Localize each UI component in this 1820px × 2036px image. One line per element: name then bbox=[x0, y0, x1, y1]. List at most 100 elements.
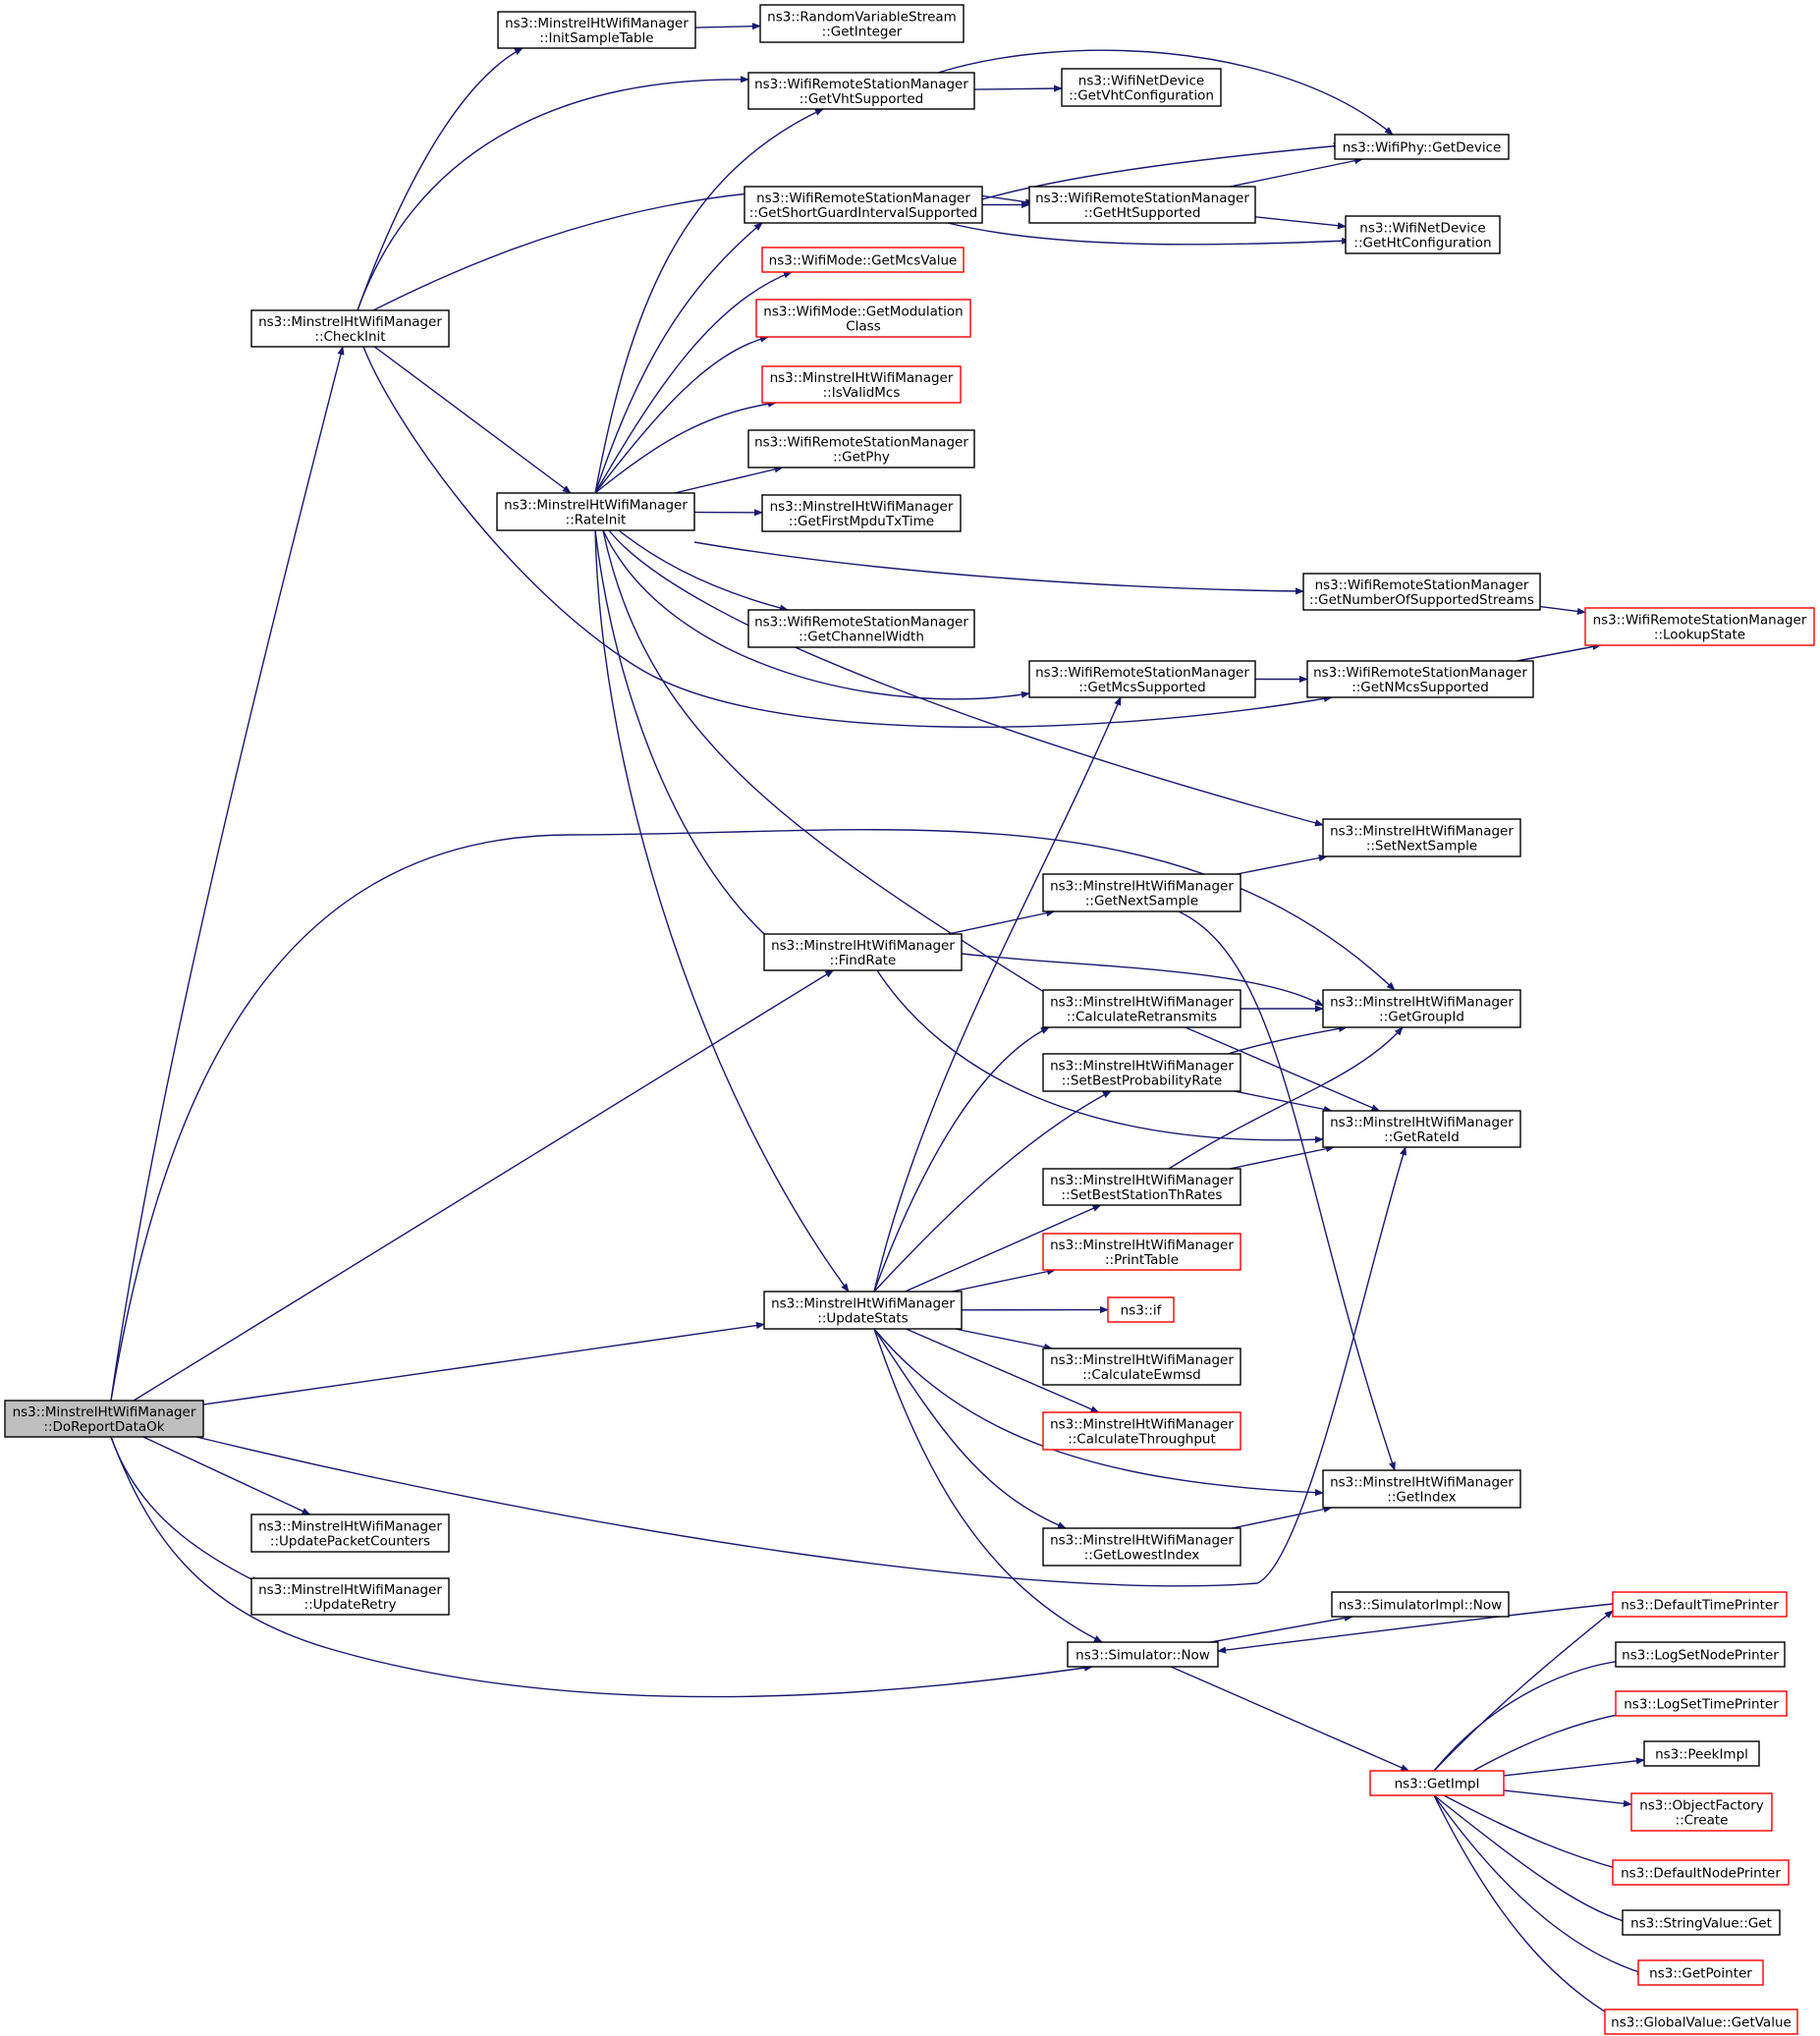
node-checkinit[interactable]: ns3::MinstrelHtWifiManager::CheckInit bbox=[250, 309, 450, 348]
node-label-line: ns3::WifiNetDevice bbox=[1359, 221, 1485, 237]
node-label-line: ns3::LogSetTimePrinter bbox=[1624, 1697, 1779, 1713]
node-box bbox=[1302, 573, 1541, 611]
node-logsetnodeprinter[interactable]: ns3::LogSetNodePrinter bbox=[1615, 1641, 1786, 1668]
node-label-line: ::GetNextSample bbox=[1085, 894, 1198, 909]
edge-setbestth-to-getrateid bbox=[1229, 1145, 1335, 1170]
node-findrate[interactable]: ns3::MinstrelHtWifiManager::FindRate bbox=[763, 933, 963, 971]
node-initsample[interactable]: ns3::MinstrelHtWifiManager::InitSampleTa… bbox=[497, 11, 696, 49]
node-getindex[interactable]: ns3::MinstrelHtWifiManager::GetIndex bbox=[1322, 1469, 1521, 1509]
node-getpointer[interactable]: ns3::GetPointer bbox=[1637, 1959, 1764, 1986]
edge-updatestats-to-printtable bbox=[952, 1268, 1057, 1293]
edge-initsample-to-getinteger bbox=[694, 23, 761, 30]
node-getsgi[interactable]: ns3::WifiRemoteStationManager::GetShortG… bbox=[744, 186, 983, 224]
node-objfactorycreate[interactable]: ns3::ObjectFactory::Create bbox=[1630, 1792, 1773, 1832]
node-defaulttimeprinter[interactable]: ns3::DefaultTimePrinter bbox=[1612, 1591, 1788, 1618]
node-calcretrans[interactable]: ns3::MinstrelHtWifiManager::CalculateRet… bbox=[1042, 989, 1241, 1028]
edge-updatestats-to-calcretrans bbox=[873, 1026, 1050, 1293]
node-box bbox=[1322, 818, 1521, 857]
node-updateretry[interactable]: ns3::MinstrelHtWifiManager::UpdateRetry bbox=[250, 1577, 450, 1616]
node-label-line: ns3::MinstrelHtWifiManager bbox=[1330, 1115, 1514, 1130]
edges-layer bbox=[110, 23, 1646, 2024]
node-printtable[interactable]: ns3::MinstrelHtWifiManager::PrintTable bbox=[1042, 1233, 1241, 1271]
node-label-line: ::GetInteger bbox=[822, 25, 903, 40]
node-box bbox=[1637, 1959, 1764, 1986]
node-nsif[interactable]: ns3::if bbox=[1107, 1296, 1175, 1323]
node-getvhtsupp[interactable]: ns3::WifiRemoteStationManager::GetVhtSup… bbox=[747, 72, 975, 110]
node-getnmcssupp[interactable]: ns3::WifiRemoteStationManager::GetNMcsSu… bbox=[1306, 660, 1534, 698]
node-defaultnodeprinter[interactable]: ns3::DefaultNodePrinter bbox=[1612, 1859, 1790, 1886]
node-label-line: Class bbox=[846, 319, 881, 335]
node-logsettimeprinter[interactable]: ns3::LogSetTimePrinter bbox=[1615, 1690, 1788, 1717]
node-globalvaluegetvalue[interactable]: ns3::GlobalValue::GetValue bbox=[1604, 2008, 1798, 2035]
node-getinteger[interactable]: ns3::RandomVariableStream::GetInteger bbox=[759, 4, 965, 43]
node-label-line: ns3::MinstrelHtWifiManager bbox=[1050, 1352, 1234, 1368]
node-label-line: ::CalculateThroughput bbox=[1068, 1432, 1216, 1448]
node-calcewmsd[interactable]: ns3::MinstrelHtWifiManager::CalculateEwm… bbox=[1042, 1348, 1241, 1386]
node-updatestats[interactable]: ns3::MinstrelHtWifiManager::UpdateStats bbox=[763, 1291, 963, 1330]
node-doreport[interactable]: ns3::MinstrelHtWifiManager::DoReportData… bbox=[4, 1400, 204, 1438]
node-label-line: ns3::DefaultNodePrinter bbox=[1621, 1866, 1781, 1882]
node-rateinit[interactable]: ns3::MinstrelHtWifiManager::RateInit bbox=[496, 492, 695, 531]
node-setbestth[interactable]: ns3::MinstrelHtWifiManager::SetBestStati… bbox=[1042, 1168, 1241, 1206]
node-getdevice[interactable]: ns3::WifiPhy::GetDevice bbox=[1334, 134, 1510, 160]
node-getmcssupp[interactable]: ns3::WifiRemoteStationManager::GetMcsSup… bbox=[1028, 660, 1256, 698]
node-simimplnow[interactable]: ns3::SimulatorImpl::Now bbox=[1331, 1591, 1510, 1618]
node-label-line: ns3::WifiRemoteStationManager bbox=[1313, 665, 1527, 681]
node-getphy[interactable]: ns3::WifiRemoteStationManager::GetPhy bbox=[747, 429, 975, 468]
edge-findrate-to-getrateid bbox=[876, 969, 1324, 1143]
node-label-line: ns3::RandomVariableStream bbox=[767, 10, 957, 26]
node-updatepkt[interactable]: ns3::MinstrelHtWifiManager::UpdatePacket… bbox=[250, 1513, 450, 1553]
node-lookupstate[interactable]: ns3::WifiRemoteStationManager::LookupSta… bbox=[1584, 607, 1815, 646]
edge-findrate-to-getnextsample bbox=[948, 909, 1056, 935]
node-stringvalueget[interactable]: ns3::StringValue::Get bbox=[1622, 1909, 1781, 1936]
edge-rateinit-to-getvhtsupp bbox=[594, 108, 824, 494]
node-label-line: ::UpdateRetry bbox=[304, 1597, 397, 1613]
node-gethtconf[interactable]: ns3::WifiNetDevice::GetHtConfiguration bbox=[1345, 215, 1501, 254]
node-label-line: ::GetNMcsSupported bbox=[1351, 680, 1489, 695]
node-box bbox=[761, 247, 965, 273]
node-simnow[interactable]: ns3::Simulator::Now bbox=[1067, 1641, 1219, 1668]
node-box bbox=[747, 429, 975, 468]
edge-checkinit-to-getnmcssupp bbox=[362, 346, 1333, 729]
node-label-line: ::GetRateId bbox=[1384, 1129, 1460, 1145]
node-peekimpl[interactable]: ns3::PeekImpl bbox=[1643, 1740, 1760, 1767]
node-label-line: ns3::WifiRemoteStationManager bbox=[754, 615, 968, 631]
node-getmcsvalue[interactable]: ns3::WifiMode::GetMcsValue bbox=[761, 247, 965, 273]
node-label-line: ns3::StringValue::Get bbox=[1630, 1916, 1772, 1932]
edge-updatestats-to-calcewmsd bbox=[955, 1328, 1053, 1350]
edge-findrate-to-getgroupid bbox=[961, 953, 1324, 1007]
node-box bbox=[1042, 1348, 1241, 1386]
node-label-line: ns3::GlobalValue::GetValue bbox=[1611, 2015, 1792, 2031]
node-box bbox=[1042, 1411, 1241, 1451]
edge-checkinit-to-getvhtsupp bbox=[357, 76, 749, 311]
node-getgroupid[interactable]: ns3::MinstrelHtWifiManager::GetGroupId bbox=[1322, 989, 1521, 1028]
edge-setbestprob-to-getrateid bbox=[1234, 1090, 1333, 1113]
node-label-line: ns3::Simulator::Now bbox=[1075, 1648, 1210, 1664]
node-gethtsupp[interactable]: ns3::WifiRemoteStationManager::GetHtSupp… bbox=[1028, 186, 1256, 224]
node-label-line: ::GetVhtConfiguration bbox=[1069, 88, 1214, 104]
node-setbestprob[interactable]: ns3::MinstrelHtWifiManager::SetBestProba… bbox=[1042, 1053, 1241, 1092]
node-box bbox=[1042, 989, 1241, 1028]
node-getvhtconf[interactable]: ns3::WifiNetDevice::GetVhtConfiguration bbox=[1061, 68, 1222, 107]
edge-simnow-to-getimpl bbox=[1170, 1666, 1410, 1772]
node-box bbox=[250, 1513, 450, 1553]
node-setnextsample[interactable]: ns3::MinstrelHtWifiManager::SetNextSampl… bbox=[1322, 818, 1521, 857]
edge-rateinit-to-setnextsample bbox=[608, 529, 1324, 827]
node-label-line: ns3::MinstrelHtWifiManager bbox=[771, 1296, 955, 1312]
node-box bbox=[1615, 1641, 1786, 1668]
edge-getnmcssupp-to-lookupstate bbox=[1517, 642, 1602, 662]
node-getlowestindex[interactable]: ns3::MinstrelHtWifiManager::GetLowestInd… bbox=[1042, 1527, 1241, 1567]
node-getfirstmpdu[interactable]: ns3::MinstrelHtWifiManager::GetFirstMpdu… bbox=[761, 494, 962, 532]
node-getimpl[interactable]: ns3::GetImpl bbox=[1369, 1770, 1505, 1796]
node-getnextsample[interactable]: ns3::MinstrelHtWifiManager::GetNextSampl… bbox=[1042, 873, 1241, 912]
node-getnss[interactable]: ns3::WifiRemoteStationManager::GetNumber… bbox=[1302, 573, 1541, 611]
node-getrateid[interactable]: ns3::MinstrelHtWifiManager::GetRateId bbox=[1322, 1110, 1521, 1148]
node-box bbox=[1322, 989, 1521, 1028]
node-calcthroughput[interactable]: ns3::MinstrelHtWifiManager::CalculateThr… bbox=[1042, 1411, 1241, 1451]
edge-rateinit-to-calcretrans bbox=[602, 529, 1102, 1028]
node-getchanwidth[interactable]: ns3::WifiRemoteStationManager::GetChanne… bbox=[747, 609, 975, 648]
edge-getvhtsupp-to-getdevice bbox=[937, 49, 1394, 136]
edge-rateinit-to-getchanwidth bbox=[618, 529, 789, 612]
node-isvalidmcs[interactable]: ns3::MinstrelHtWifiManager::IsValidMcs bbox=[761, 365, 962, 404]
